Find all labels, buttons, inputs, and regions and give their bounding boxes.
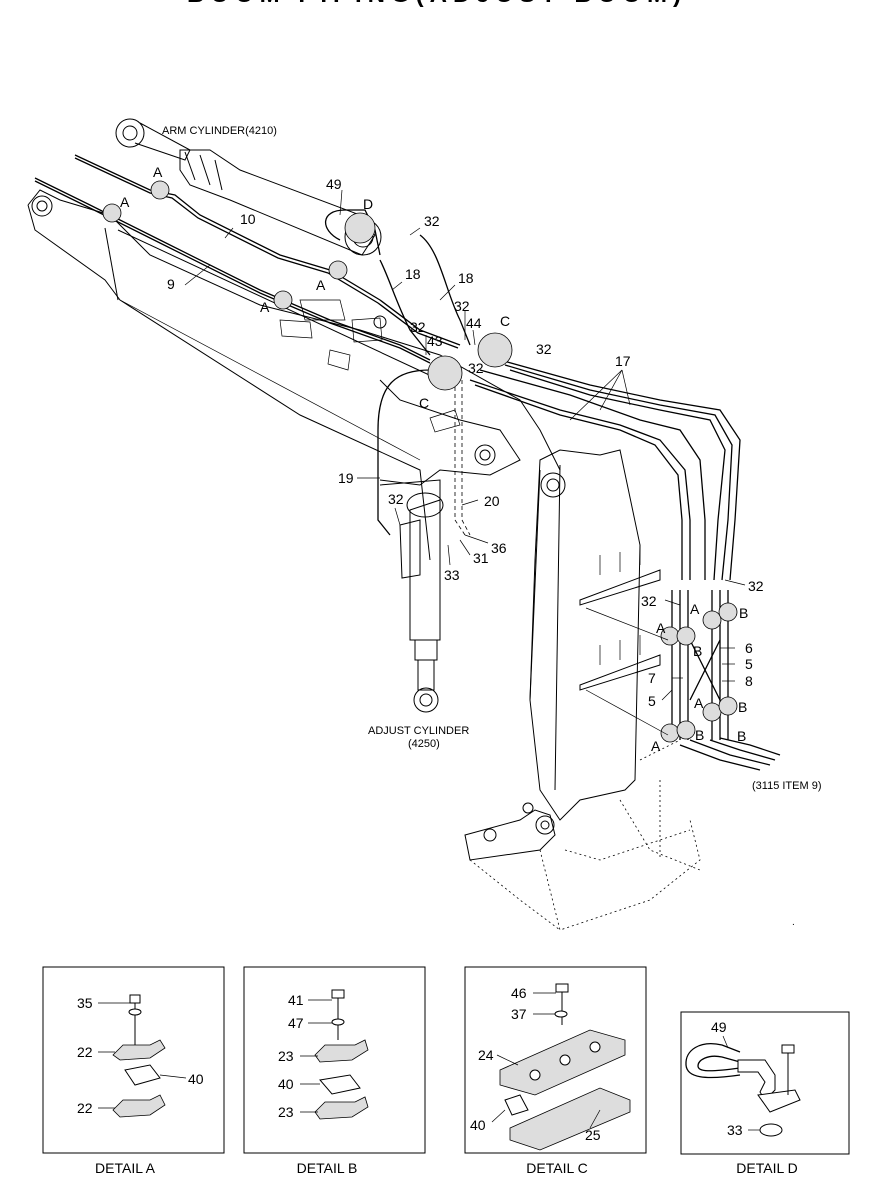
- callout-32: 32: [410, 319, 426, 335]
- callout-8: 8: [745, 673, 753, 689]
- callout-20: 20: [484, 493, 500, 509]
- boom-assembly-drawing: ARM CYLINDER(4210) ADJUST CYLINDER (4250…: [27, 118, 822, 931]
- detail-c-part-46: 46: [511, 985, 527, 1001]
- detail-b-panel: 41 47 23 40 23: [243, 966, 426, 1154]
- detail-c-part-37: 37: [511, 1006, 527, 1022]
- detail-a-part-35: 35: [77, 995, 93, 1011]
- detail-a-part-22: 22: [77, 1100, 93, 1116]
- detail-ref-a: A: [120, 194, 130, 210]
- callout-32: 32: [641, 593, 657, 609]
- detail-d-part-33: 33: [727, 1122, 743, 1138]
- detail-a-part-22: 22: [77, 1044, 93, 1060]
- detail-c-part-24: 24: [478, 1047, 494, 1063]
- detail-c-title: DETAIL C: [526, 1160, 587, 1176]
- callout-19: 19: [338, 470, 354, 486]
- detail-b-part-41: 41: [288, 992, 304, 1008]
- detail-ref-a: A: [690, 601, 700, 617]
- adjust-cylinder-caption: ADJUST CYLINDER: [368, 725, 469, 737]
- stray-mark: .: [792, 917, 795, 928]
- callout-9: 9: [167, 276, 175, 292]
- callout-32: 32: [454, 298, 470, 314]
- detail-a-part-40: 40: [188, 1071, 204, 1087]
- detail-c-part-25: 25: [585, 1127, 601, 1143]
- arm-cylinder-caption: ARM CYLINDER(4210): [162, 125, 277, 137]
- detail-b-part-47: 47: [288, 1015, 304, 1031]
- detail-d-part-49: 49: [711, 1019, 727, 1035]
- detail-a-title: DETAIL A: [95, 1160, 156, 1176]
- callout-32: 32: [468, 360, 484, 376]
- callout-32: 32: [388, 491, 404, 507]
- detail-b-title: DETAIL B: [297, 1160, 358, 1176]
- detail-b-part-40: 40: [278, 1076, 294, 1092]
- piping-lines: [34, 154, 781, 771]
- detail-ref-c: C: [419, 395, 429, 411]
- callout-44: 44: [466, 315, 482, 331]
- callout-6: 6: [745, 640, 753, 656]
- leader-lines: [184, 189, 746, 736]
- adjust-cylinder-number: (4250): [408, 738, 440, 750]
- page-title: BOOM PIPING(ADJUST BOOM): [187, 0, 687, 8]
- lower-boom-arm: [464, 449, 701, 931]
- detail-ref-a: A: [694, 695, 704, 711]
- adjust-cylinder: [379, 479, 444, 713]
- callout-5: 5: [648, 693, 656, 709]
- callout-33: 33: [444, 567, 460, 583]
- boom-body: [27, 189, 561, 561]
- detail-ref-b: B: [737, 728, 746, 744]
- callout-32: 32: [424, 213, 440, 229]
- detail-ref-d: D: [363, 196, 373, 212]
- detail-ref-b: B: [738, 699, 747, 715]
- detail-ref-b: B: [739, 605, 748, 621]
- callout-49: 49: [326, 176, 342, 192]
- reference-item-caption: (3115 ITEM 9): [752, 780, 822, 792]
- detail-ref-c: C: [500, 313, 510, 329]
- detail-c-part-40: 40: [470, 1117, 486, 1133]
- callout-17: 17: [615, 353, 631, 369]
- detail-ref-a: A: [260, 299, 270, 315]
- callout-36: 36: [491, 540, 507, 556]
- detail-a-panel: 35 22 40 22: [42, 966, 225, 1154]
- detail-ref-a: A: [651, 738, 661, 754]
- detail-ref-a: A: [153, 164, 163, 180]
- callout-43: 43: [427, 333, 443, 349]
- callout-10: 10: [240, 211, 256, 227]
- detail-b-part-23: 23: [278, 1104, 294, 1120]
- callout-7: 7: [648, 670, 656, 686]
- detail-c-panel: 46 37 24 40 25: [464, 966, 647, 1154]
- callout-18: 18: [405, 266, 421, 282]
- callout-32: 32: [536, 341, 552, 357]
- callout-18: 18: [458, 270, 474, 286]
- detail-d-title: DETAIL D: [736, 1160, 797, 1176]
- callout-5: 5: [745, 656, 753, 672]
- detail-ref-b: B: [693, 643, 702, 659]
- callout-32: 32: [748, 578, 764, 594]
- detail-ref-b: B: [695, 727, 704, 743]
- detail-b-part-23: 23: [278, 1048, 294, 1064]
- callout-31: 31: [473, 550, 489, 566]
- detail-d-panel: 49 33: [680, 1011, 850, 1155]
- detail-ref-a: A: [656, 620, 666, 636]
- clamp-markers: [102, 180, 738, 743]
- detail-ref-a: A: [316, 277, 326, 293]
